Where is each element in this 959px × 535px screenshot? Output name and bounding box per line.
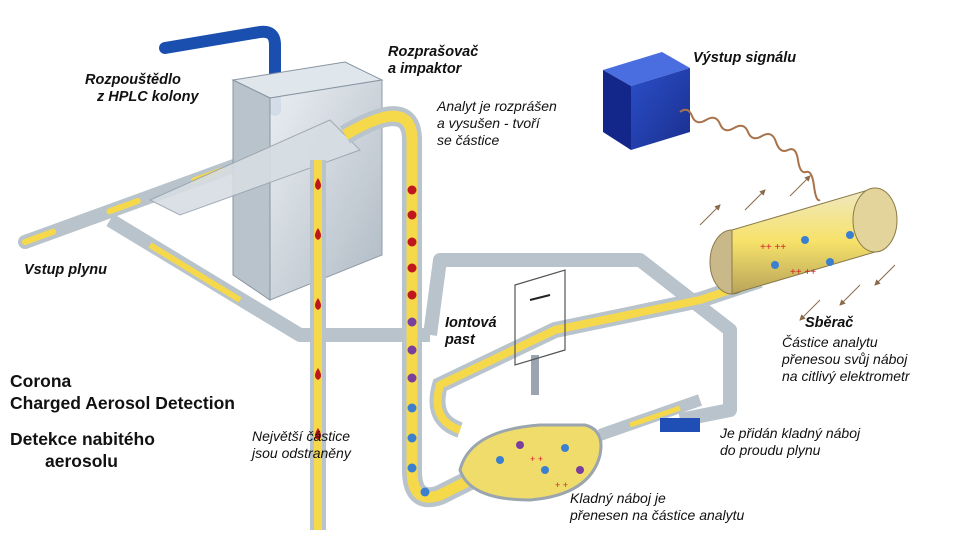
signal-wire (679, 108, 821, 202)
drops (315, 178, 321, 440)
collector-description: Částice analytu přenesou svůj náboj na c… (782, 334, 910, 384)
mixing-chamber: + + + + (458, 423, 603, 502)
nebulizer-label: Rozprašovač a impaktor (388, 44, 479, 77)
title-english: Corona Charged Aerosol Detection (10, 371, 235, 413)
charge-transfer-label: Kladný náboj je přenesen na částice anal… (570, 490, 745, 523)
charge-added-label: Je přidán kladný náboj do proudu plynu (720, 425, 861, 458)
signal-output-label: Výstup signálu (693, 50, 797, 66)
largest-particles-label: Největší částice jsou odstraněny (252, 428, 351, 461)
solvent-pipe (159, 25, 281, 116)
signal-output-box (603, 52, 690, 150)
nebulizer-description: Analyt je rozprášen a vysušen - tvoří se… (437, 98, 557, 148)
particles (407, 185, 430, 497)
ion-trap-loop (429, 269, 763, 438)
corona-inlet (598, 394, 702, 441)
solvent-label: Rozpouštědlo z HPLC kolony (85, 72, 199, 105)
collector-label: Sběrač (805, 315, 854, 331)
gas-inlet-label: Vstup plynu (24, 262, 107, 278)
svg-text:+ +: + + (555, 480, 568, 490)
aerosol-tube (339, 106, 485, 508)
svg-text:++ ++: ++ ++ (790, 267, 816, 278)
ion-trap-label: Iontová past (445, 315, 497, 348)
svg-text:++ ++: ++ ++ (760, 242, 786, 253)
svg-text:+ +: + + (530, 454, 543, 464)
collector: ++ ++ ++ ++ (709, 187, 898, 295)
title-czech: Detekce nabitého aerosolu (10, 429, 155, 471)
collector-arrows (699, 175, 896, 321)
